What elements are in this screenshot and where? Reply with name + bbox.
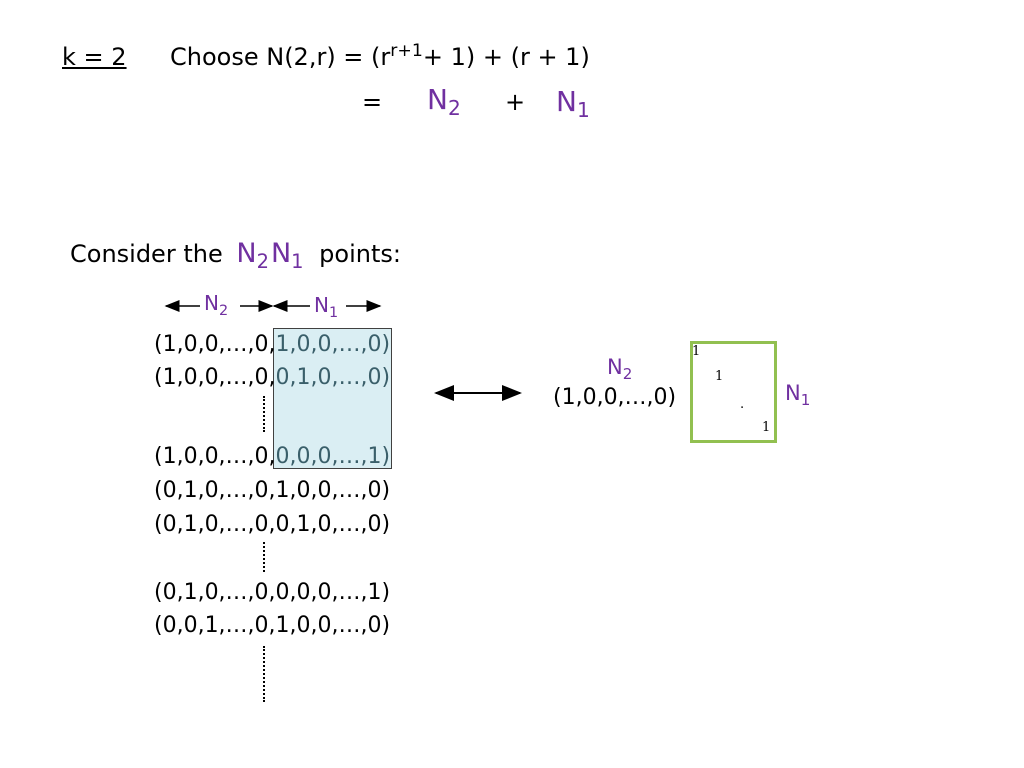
N2-base: N — [427, 83, 448, 116]
vertical-dots — [263, 542, 265, 572]
diag-entry: 1 — [762, 420, 771, 435]
brace-N2: N2 — [204, 291, 229, 319]
diag-entry: . — [740, 397, 745, 412]
consider-line: Consider the N2N1 points: — [70, 238, 401, 274]
point-row: (1,0,0,…,0,0,0,0,…,1) — [154, 444, 391, 469]
highlight-box — [273, 328, 392, 469]
plus-sign: + — [505, 88, 526, 116]
point-row: (0,1,0,…,0,0,0,0,…,1) — [154, 580, 391, 605]
consider-suffix: points: — [319, 240, 401, 268]
identity-matrix-box — [690, 341, 777, 443]
diag-entry: 1 — [692, 344, 701, 359]
header-N1: N1 — [556, 85, 590, 123]
choose-prefix: Choose N(2,r) = (r — [170, 43, 391, 71]
header-N2: N2 — [427, 83, 461, 121]
choose-suffix: + 1) + (r + 1) — [422, 43, 590, 71]
point-row: (1,0,0,…,0,1,0,0,…,0) — [154, 332, 391, 357]
choose-formula: Choose N(2,r) = (rr+1+ 1) + (r + 1) — [170, 40, 590, 74]
diag-entry: 1 — [715, 369, 724, 384]
point-row: (0,1,0,…,0,0,1,0,…,0) — [154, 512, 391, 537]
exponent: r+1 — [390, 40, 423, 61]
k-label: k = 2 — [62, 43, 127, 71]
mapped-vector: (1,0,0,…,0) — [553, 385, 677, 410]
consider-prefix: Consider the — [70, 240, 223, 268]
equals-sign: = — [362, 88, 383, 116]
consider-N2: N2 — [236, 238, 269, 274]
vertical-dots — [263, 396, 265, 432]
point-row: (0,1,0,…,0,1,0,0,…,0) — [154, 478, 391, 503]
brace-N1: N1 — [314, 293, 339, 321]
point-row: (1,0,0,…,0,0,1,0,…,0) — [154, 365, 391, 390]
N1-sub: 1 — [576, 98, 590, 123]
N2-sub: 2 — [447, 96, 461, 121]
consider-N1: N1 — [270, 238, 304, 274]
N1-base: N — [556, 85, 577, 118]
point-row: (0,0,1,…,0,1,0,0,…,0) — [154, 613, 391, 638]
mapping-N2: N2 — [607, 355, 633, 383]
vertical-dots — [263, 646, 265, 702]
mapping-N1: N1 — [785, 381, 811, 409]
